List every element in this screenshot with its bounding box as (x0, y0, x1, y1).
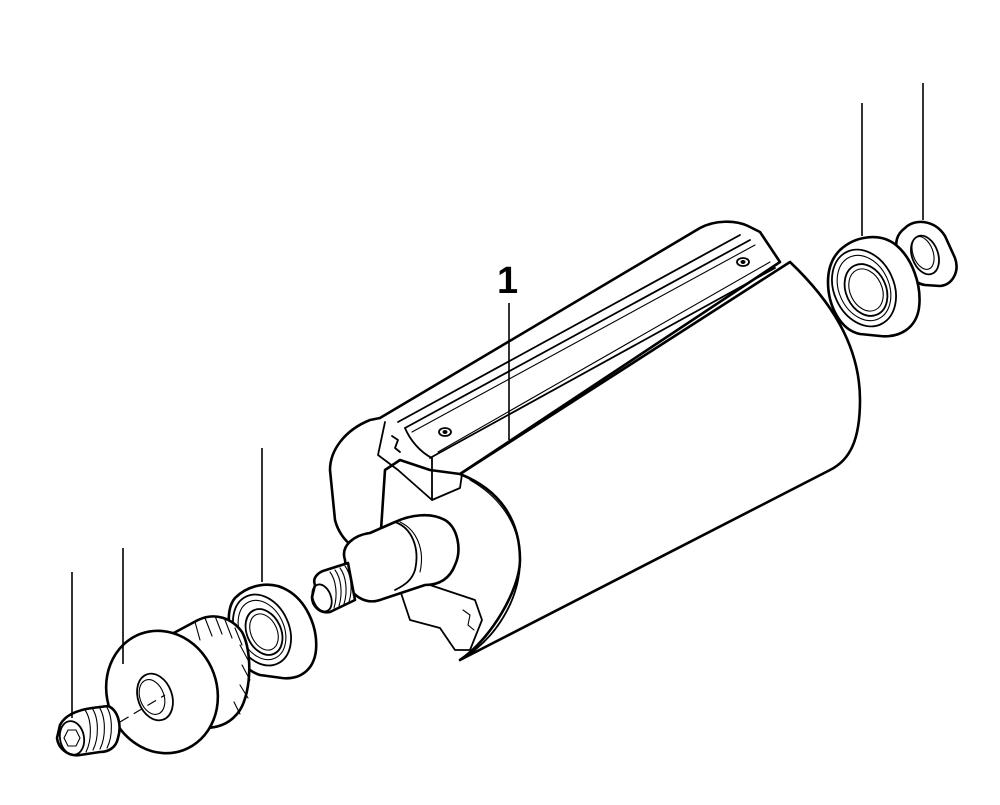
cutter-head-drum (310, 220, 862, 662)
callout-label-1: 1 (497, 260, 519, 302)
set-screw (55, 704, 121, 757)
pulley (104, 615, 251, 755)
right-ball-bearing (826, 235, 921, 338)
